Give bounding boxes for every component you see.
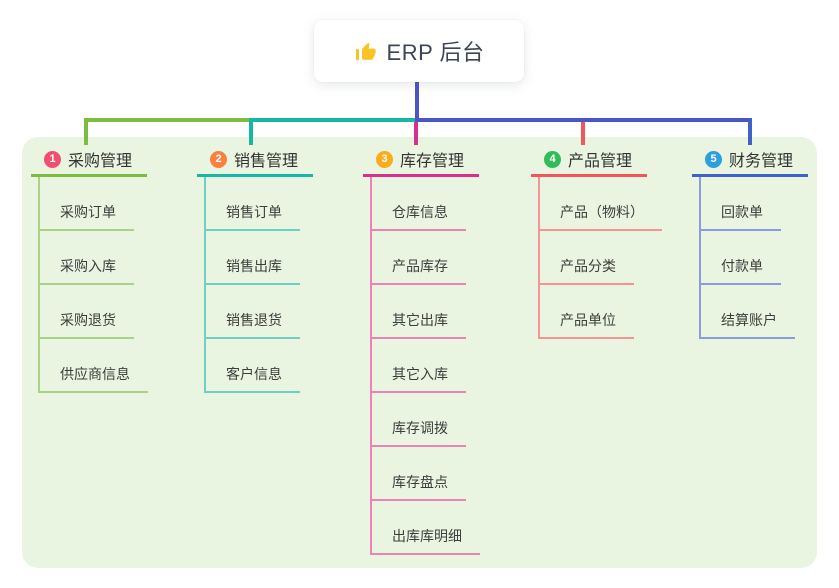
thumbs-up-icon	[354, 40, 377, 63]
child-row: 供应商信息	[40, 339, 148, 393]
child-node[interactable]: 付款单	[701, 256, 781, 285]
child-row: 采购订单	[40, 177, 148, 231]
child-row: 销售退货	[206, 285, 300, 339]
child-row: 结算账户	[701, 285, 795, 339]
trunk-segment-teal	[249, 118, 416, 122]
child-node[interactable]: 回款单	[701, 202, 781, 231]
child-row: 产品库存	[372, 231, 480, 285]
child-row: 库存盘点	[372, 447, 480, 501]
child-row: 采购入库	[40, 231, 148, 285]
child-node[interactable]: 仓库信息	[372, 202, 466, 231]
root-label: ERP 后台	[386, 40, 485, 65]
branch-title: 产品管理	[568, 153, 633, 170]
drop-branch-1	[84, 118, 88, 145]
branch-children-2: 销售订单销售出库销售退货客户信息	[204, 177, 300, 393]
priority-badge-icon: 5	[705, 150, 722, 168]
child-row: 其它出库	[372, 285, 480, 339]
child-row: 产品分类	[540, 231, 662, 285]
child-row: 采购退货	[40, 285, 148, 339]
child-node[interactable]: 结算账户	[701, 310, 795, 339]
priority-badge-icon: 1	[44, 150, 61, 168]
branch-title: 财务管理	[729, 153, 794, 170]
child-row: 回款单	[701, 177, 795, 231]
child-row: 仓库信息	[372, 177, 480, 231]
branch-node-3[interactable]: 3 库存管理	[363, 144, 479, 177]
drop-branch-2	[249, 118, 253, 145]
child-node[interactable]: 产品单位	[540, 310, 634, 339]
branch-children-5: 回款单付款单结算账户	[699, 177, 795, 339]
child-node[interactable]: 产品（物料）	[540, 202, 662, 231]
child-node[interactable]: 销售出库	[206, 256, 300, 285]
child-node[interactable]: 其它出库	[372, 310, 466, 339]
priority-badge-icon: 3	[376, 150, 393, 168]
trunk-segment-green	[84, 118, 251, 122]
branch-children-3: 仓库信息产品库存其它出库其它入库库存调拨库存盘点出库库明细	[370, 177, 480, 555]
branch-node-5[interactable]: 5 财务管理	[692, 144, 808, 177]
root-connector	[415, 82, 419, 122]
child-node[interactable]: 库存调拨	[372, 418, 466, 447]
branch-children-4: 产品（物料） 产品分类产品单位	[538, 177, 662, 339]
child-row: 其它入库	[372, 339, 480, 393]
child-row: 产品单位	[540, 285, 662, 339]
child-node[interactable]: 出库库明细	[372, 526, 480, 555]
child-node[interactable]: 销售订单	[206, 202, 300, 231]
priority-badge-icon: 4	[544, 150, 561, 168]
child-node[interactable]: 供应商信息	[40, 364, 148, 393]
drop-branch-3	[414, 122, 418, 145]
child-node[interactable]: 产品分类	[540, 256, 634, 285]
child-row: 销售出库	[206, 231, 300, 285]
child-row: 客户信息	[206, 339, 300, 393]
branch-children-1: 采购订单采购入库采购退货供应商信息	[38, 177, 148, 393]
branch-title: 采购管理	[68, 153, 133, 170]
child-row: 销售订单	[206, 177, 300, 231]
child-node[interactable]: 其它入库	[372, 364, 466, 393]
branches-panel	[22, 137, 817, 568]
branch-node-1[interactable]: 1 采购管理	[31, 144, 147, 177]
child-node[interactable]: 产品库存	[372, 256, 466, 285]
branch-node-4[interactable]: 4 产品管理	[531, 144, 647, 177]
child-row: 产品（物料）	[540, 177, 662, 231]
child-node[interactable]: 采购退货	[40, 310, 134, 339]
branch-title: 库存管理	[400, 153, 465, 170]
branch-node-2[interactable]: 2 销售管理	[197, 144, 313, 177]
child-node[interactable]: 采购订单	[40, 202, 134, 231]
priority-badge-icon: 2	[210, 150, 227, 168]
drop-branch-4	[581, 122, 585, 145]
root-node[interactable]: ERP 后台	[314, 20, 524, 82]
child-row: 出库库明细	[372, 501, 480, 555]
child-node[interactable]: 库存盘点	[372, 472, 466, 501]
child-node[interactable]: 采购入库	[40, 256, 134, 285]
child-node[interactable]: 客户信息	[206, 364, 300, 393]
child-row: 库存调拨	[372, 393, 480, 447]
branch-title: 销售管理	[234, 153, 299, 170]
child-node[interactable]: 销售退货	[206, 310, 300, 339]
child-row: 付款单	[701, 231, 795, 285]
trunk-segment-blue	[416, 118, 752, 122]
drop-branch-5	[748, 118, 752, 145]
